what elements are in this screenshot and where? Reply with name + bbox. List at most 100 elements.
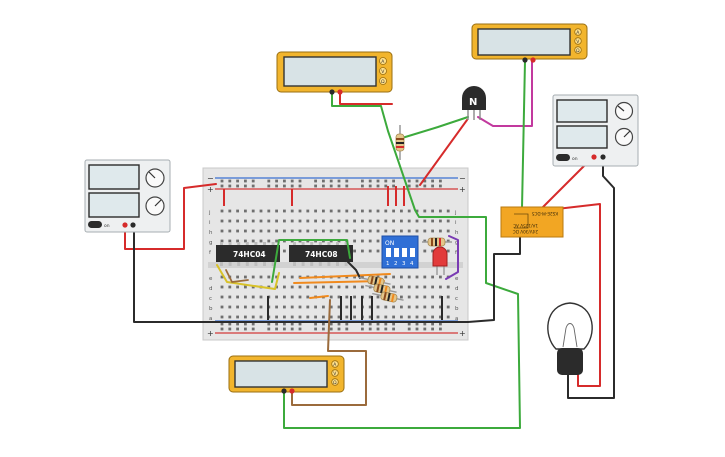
breadboard-hole[interactable] [236, 239, 239, 243]
breadboard-hole[interactable] [439, 285, 442, 289]
breadboard-hole[interactable] [251, 305, 255, 309]
breadboard-hole[interactable] [290, 209, 294, 213]
power-supply-left-terminal-neg[interactable] [130, 222, 136, 228]
breadboard-hole[interactable] [353, 239, 356, 243]
breadboard-hole[interactable] [337, 209, 341, 213]
breadboard-hole[interactable] [423, 229, 427, 233]
dip-toggle-1[interactable] [386, 248, 391, 257]
rail-hole[interactable] [220, 327, 224, 331]
multimeter-top-button-a[interactable] [379, 57, 387, 65]
breadboard-hole[interactable] [392, 285, 395, 289]
breadboard-hole[interactable] [392, 229, 395, 233]
multimeter-right-button-v[interactable] [574, 37, 582, 45]
rail-hole[interactable] [220, 184, 224, 188]
breadboard-hole[interactable] [368, 229, 372, 233]
wire-red-transistor-rail[interactable] [419, 119, 468, 186]
breadboard-hole[interactable] [251, 315, 255, 319]
breadboard-hole[interactable] [314, 229, 317, 233]
breadboard-hole[interactable] [259, 219, 263, 223]
breadboard-hole[interactable] [322, 229, 325, 233]
breadboard-hole[interactable] [376, 295, 380, 299]
rail-hole[interactable] [361, 179, 364, 183]
breadboard-hole[interactable] [446, 285, 450, 289]
breadboard-hole[interactable] [345, 295, 349, 299]
breadboard-hole[interactable] [244, 275, 247, 279]
rail-hole[interactable] [368, 184, 372, 188]
ic-74hc08[interactable]: 74HC08 [289, 242, 353, 266]
breadboard-hole[interactable] [290, 305, 294, 309]
breadboard-hole[interactable] [376, 305, 380, 309]
breadboard-hole[interactable] [345, 275, 349, 279]
dip-toggle-2[interactable] [394, 248, 399, 257]
breadboard-hole[interactable] [392, 275, 395, 279]
breadboard-hole[interactable] [337, 229, 341, 233]
rail-hole[interactable] [392, 327, 395, 331]
breadboard-hole[interactable] [306, 285, 310, 289]
rail-hole[interactable] [361, 327, 364, 331]
rail-hole[interactable] [275, 327, 278, 331]
wire-brown-meter-bottom[interactable] [291, 299, 367, 406]
rail-hole[interactable] [337, 184, 341, 188]
rail-hole[interactable] [267, 184, 271, 188]
multimeter-right-button-ohm[interactable] [574, 46, 582, 54]
wire-green-meter-relay[interactable] [521, 60, 526, 209]
power-supply-left-terminal-pos[interactable] [122, 222, 128, 228]
breadboard-hole[interactable] [306, 295, 310, 299]
breadboard-hole[interactable] [228, 209, 232, 213]
wire-black-supply-left[interactable] [133, 225, 469, 323]
breadboard-hole[interactable] [407, 219, 411, 223]
breadboard-hole[interactable] [322, 219, 325, 223]
breadboard-hole[interactable] [345, 209, 349, 213]
breadboard-hole[interactable] [415, 285, 419, 289]
breadboard-hole[interactable] [407, 209, 411, 213]
rail-hole[interactable] [314, 322, 317, 326]
multimeter-top-button-ohm[interactable] [379, 77, 387, 85]
rail-hole[interactable] [236, 179, 239, 183]
breadboard-hole[interactable] [275, 275, 278, 279]
breadboard-hole[interactable] [361, 285, 364, 289]
rail-hole[interactable] [228, 322, 232, 326]
breadboard-hole[interactable] [423, 239, 427, 243]
rail-hole[interactable] [392, 184, 395, 188]
transistor-npn[interactable]: N [462, 86, 486, 120]
breadboard-hole[interactable] [423, 315, 427, 319]
breadboard-hole[interactable] [407, 305, 411, 309]
breadboard-hole[interactable] [228, 285, 232, 289]
breadboard-hole[interactable] [400, 275, 403, 279]
breadboard-hole[interactable] [446, 249, 450, 253]
wire-black-relay-board[interactable] [467, 234, 521, 323]
breadboard-hole[interactable] [298, 285, 302, 289]
breadboard-hole[interactable] [392, 315, 395, 319]
breadboard-hole[interactable] [431, 229, 434, 233]
breadboard-hole[interactable] [314, 285, 317, 289]
rail-hole[interactable] [345, 322, 349, 326]
dip-switch[interactable]: ON 1 2 3 4 [381, 235, 419, 269]
breadboard-hole[interactable] [314, 209, 317, 213]
rail-hole[interactable] [423, 322, 427, 326]
rail-hole[interactable] [392, 322, 395, 326]
rail-hole[interactable] [220, 179, 224, 183]
rail-hole[interactable] [267, 179, 271, 183]
rail-hole[interactable] [283, 179, 286, 183]
breadboard-hole[interactable] [283, 249, 286, 253]
wire-red-supply-left[interactable] [124, 183, 217, 250]
breadboard-hole[interactable] [384, 275, 388, 279]
rail-hole[interactable] [423, 184, 427, 188]
breadboard-hole[interactable] [376, 209, 380, 213]
multimeter-bottom[interactable]: A V Ω [228, 355, 345, 394]
breadboard-hole[interactable] [259, 275, 263, 279]
breadboard-hole[interactable] [290, 295, 294, 299]
rail-hole[interactable] [244, 184, 247, 188]
breadboard-hole[interactable] [446, 239, 450, 243]
wire-brown-board[interactable] [225, 269, 249, 283]
breadboard-hole[interactable] [353, 285, 356, 289]
rail-hole[interactable] [431, 327, 434, 331]
rail-hole[interactable] [290, 184, 294, 188]
rail-hole[interactable] [314, 184, 317, 188]
resistor-led[interactable] [422, 237, 452, 247]
rail-hole[interactable] [415, 179, 419, 183]
wire-orange-board-3[interactable] [309, 295, 329, 299]
breadboard-hole[interactable] [244, 315, 247, 319]
breadboard-hole[interactable] [283, 275, 286, 279]
breadboard-hole[interactable] [267, 209, 271, 213]
